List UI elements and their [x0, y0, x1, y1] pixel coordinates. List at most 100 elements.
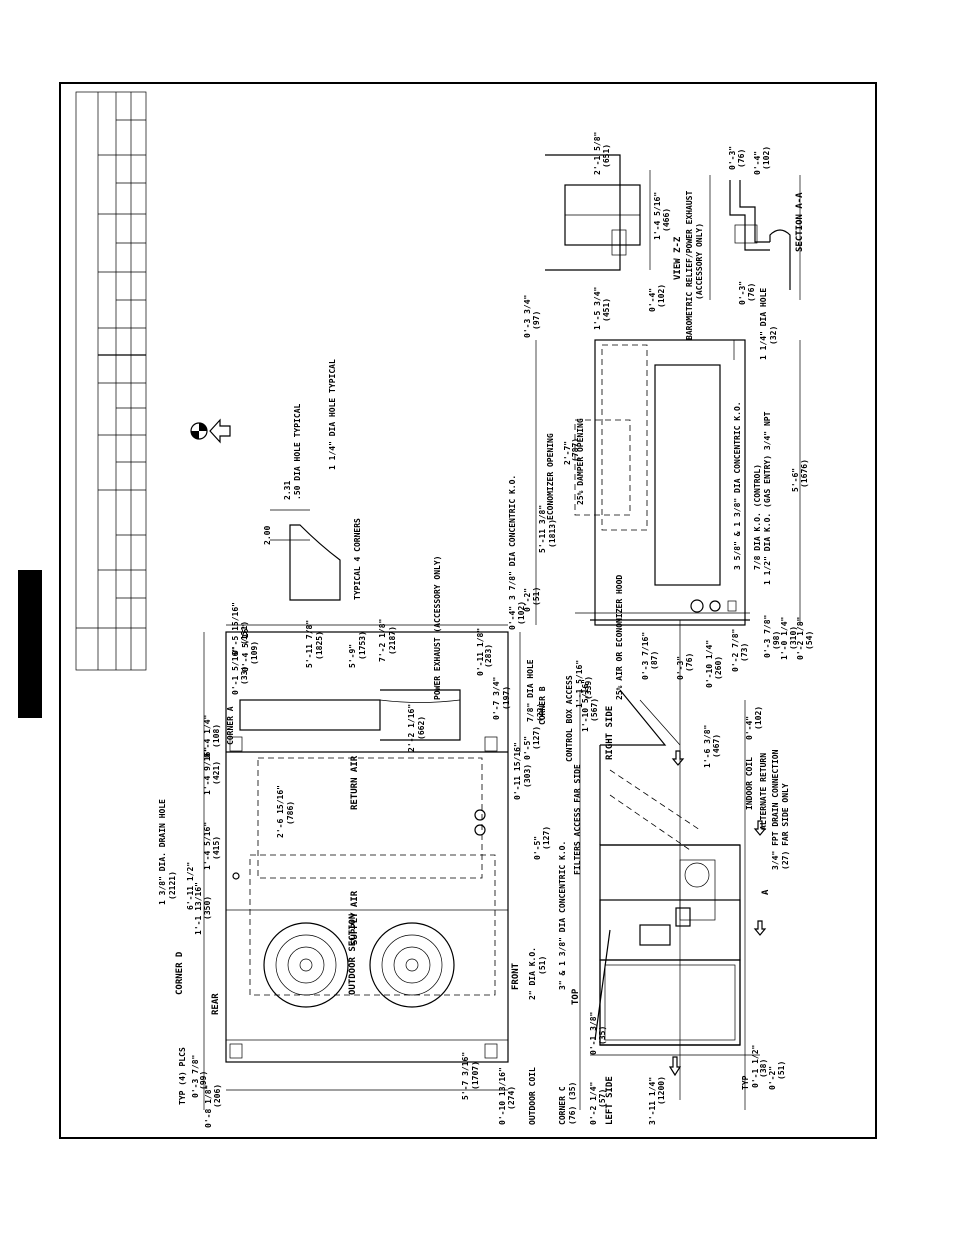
dimension: (567) — [590, 698, 599, 722]
dimension: 0'-4 1/4" — [203, 715, 212, 758]
concentric-ko-label: 3" & 1 3/8" DIA CONCENTRIC K.O. — [558, 841, 567, 990]
drawing-frame — [59, 82, 877, 1139]
dimension: (1707) — [471, 1061, 480, 1090]
dimension: 1'-4 5/16" — [653, 192, 662, 240]
dimension: (197) — [502, 686, 511, 710]
dimension: 1'-0 1/4" — [780, 617, 789, 660]
dimension: (102) — [762, 146, 771, 170]
dimension: 0'-4 5/16" — [241, 624, 250, 672]
dimension: (451) — [602, 298, 611, 322]
dimension: 0'-3 7/8" — [191, 1055, 200, 1098]
drain-hole-label: 1 3/8" DIA. DRAIN HOLE — [158, 799, 167, 905]
section-marker-label: A — [761, 889, 771, 895]
right-side-view — [535, 339, 801, 626]
power-exhaust-view — [239, 689, 461, 741]
corner-c-label: CORNER C — [558, 1086, 567, 1125]
corner-detail — [270, 509, 341, 601]
corner-a-label: CORNER A — [226, 706, 235, 745]
dimension: 7'-2 1/8" — [378, 619, 387, 662]
dimension: 0'-5" — [523, 736, 532, 760]
dimension: (2121) — [168, 871, 177, 900]
dimension: (310) — [789, 626, 798, 650]
dimension: (76) — [747, 283, 756, 302]
dimension: 0'-5" — [533, 836, 542, 860]
dimension: (51) — [777, 1061, 786, 1080]
section-a-a — [709, 175, 801, 300]
dimension: 1'-10 5/16" — [581, 679, 590, 732]
gas-entry-label: 1 1/2" DIA K.O. (GAS ENTRY) 3/4" NPT — [763, 411, 772, 585]
drain-conn-label: 3/4" FPT DRAIN CONNECTION — [771, 749, 780, 870]
typ-label: TYP — [741, 1075, 750, 1090]
dimension: 1'-1 13/16" — [194, 882, 203, 935]
corner-d-label: CORNER D — [175, 951, 185, 995]
dimension: 0'-4" — [745, 716, 754, 740]
dia-78-label: 7/8" DIA HOLE — [526, 659, 535, 722]
dimension: 0'-10 13/16" — [498, 1067, 507, 1125]
dimension: (283) — [484, 644, 493, 668]
dimension: 0'-4" — [753, 151, 762, 175]
dia-hole-114-label: 1 1/4" DIA HOLE TYPICAL — [328, 359, 337, 470]
dimension: (102) — [657, 284, 666, 308]
dimension: (303) — [523, 764, 532, 788]
dimension: (151) — [240, 621, 249, 645]
dimension: (466) — [662, 208, 671, 232]
dimension: (76) — [685, 653, 694, 672]
dimension: (51) — [532, 587, 541, 606]
dimension: (108) — [212, 724, 221, 748]
dimension: (1200) — [657, 1076, 666, 1105]
dimension: (54) — [805, 631, 814, 650]
indoor-coil-label: INDOOR COIL — [745, 757, 754, 810]
dimension: (99) — [199, 1071, 208, 1090]
dimension: 0'-2 1/4" — [589, 1082, 598, 1125]
dimension: 0'-3" — [738, 281, 747, 305]
dimension: (786) — [286, 801, 295, 825]
dimension: 1'-5 3/4" — [593, 287, 602, 330]
dimension: (57) — [598, 1089, 607, 1108]
dimension: 1'-6 3/8" — [703, 725, 712, 768]
econ-opening-label: ECONOMIZER OPENING — [546, 433, 555, 520]
dimension: 0'-7 3/4" — [492, 677, 501, 720]
flow-arrow-icon — [209, 418, 231, 444]
dimension: (97) — [532, 311, 541, 330]
airflow-arrows — [668, 750, 767, 1077]
dimension: 0'-5 15/16" — [231, 602, 240, 655]
dia-hole-right-mm-label: (32) — [769, 326, 778, 345]
dimension: 0'-11 1/8" — [476, 628, 485, 676]
right-side-label: RIGHT SIDE — [605, 706, 615, 760]
dimension: (38) — [759, 1059, 768, 1078]
filters-label: FILTERS ACCESS FAR SIDE — [573, 764, 582, 875]
dimension: 2'-6 15/16" — [276, 785, 285, 838]
control-ko-label: 7/8 DIA K.O. (CONTROL) — [753, 464, 762, 570]
return-air-label: RETURN AIR — [350, 755, 360, 810]
dimension: (651) — [602, 144, 611, 168]
dimension: 5'-7 3/16" — [461, 1052, 470, 1100]
dimension: (33) — [240, 666, 249, 685]
econ-hood-label: 25% AIR OR ECONOMIZER HOOD — [615, 575, 624, 700]
rear-label: REAR — [211, 993, 221, 1015]
dimension: 6'-11 1/2" — [186, 862, 195, 910]
supply-air-label: SUPPLY AIR — [350, 890, 360, 945]
dimension: 0'-1 1/2" — [751, 1045, 760, 1088]
dimension: (421) — [212, 761, 221, 785]
dimension: 5'-11 3/8" — [538, 505, 547, 553]
section-a-a-label: SECTION A-A — [795, 192, 805, 252]
dimension: (350) — [203, 896, 212, 920]
dimension: 1'-4 5/16" — [203, 822, 212, 870]
dimension: 0'-2 7/8" — [731, 629, 740, 672]
dimension: (1813) — [548, 519, 557, 548]
dimension: (415) — [212, 836, 221, 860]
dimension: (206) — [213, 1084, 222, 1108]
dimension: (274) — [507, 1086, 516, 1110]
alternate-return-label: ALTERNATE RETURN — [759, 753, 768, 830]
dimension: (102) — [754, 706, 763, 730]
drain-conn-mm-label: (27) FAR SIDE ONLY — [781, 783, 790, 870]
dimension: 0'-2 1/8" — [796, 617, 805, 660]
dimension: (102) — [517, 601, 526, 625]
corner-b-label: CORNER B — [538, 686, 547, 725]
view-z-z — [545, 154, 651, 271]
dimension: (1825) — [315, 631, 324, 660]
dimension: (2187) — [388, 626, 397, 655]
dia-hole-right-label: 1 1/4" DIA HOLE — [759, 288, 768, 360]
two-dia-mm-label: (51) — [538, 956, 547, 975]
dimension: 0'-4" — [648, 288, 657, 312]
